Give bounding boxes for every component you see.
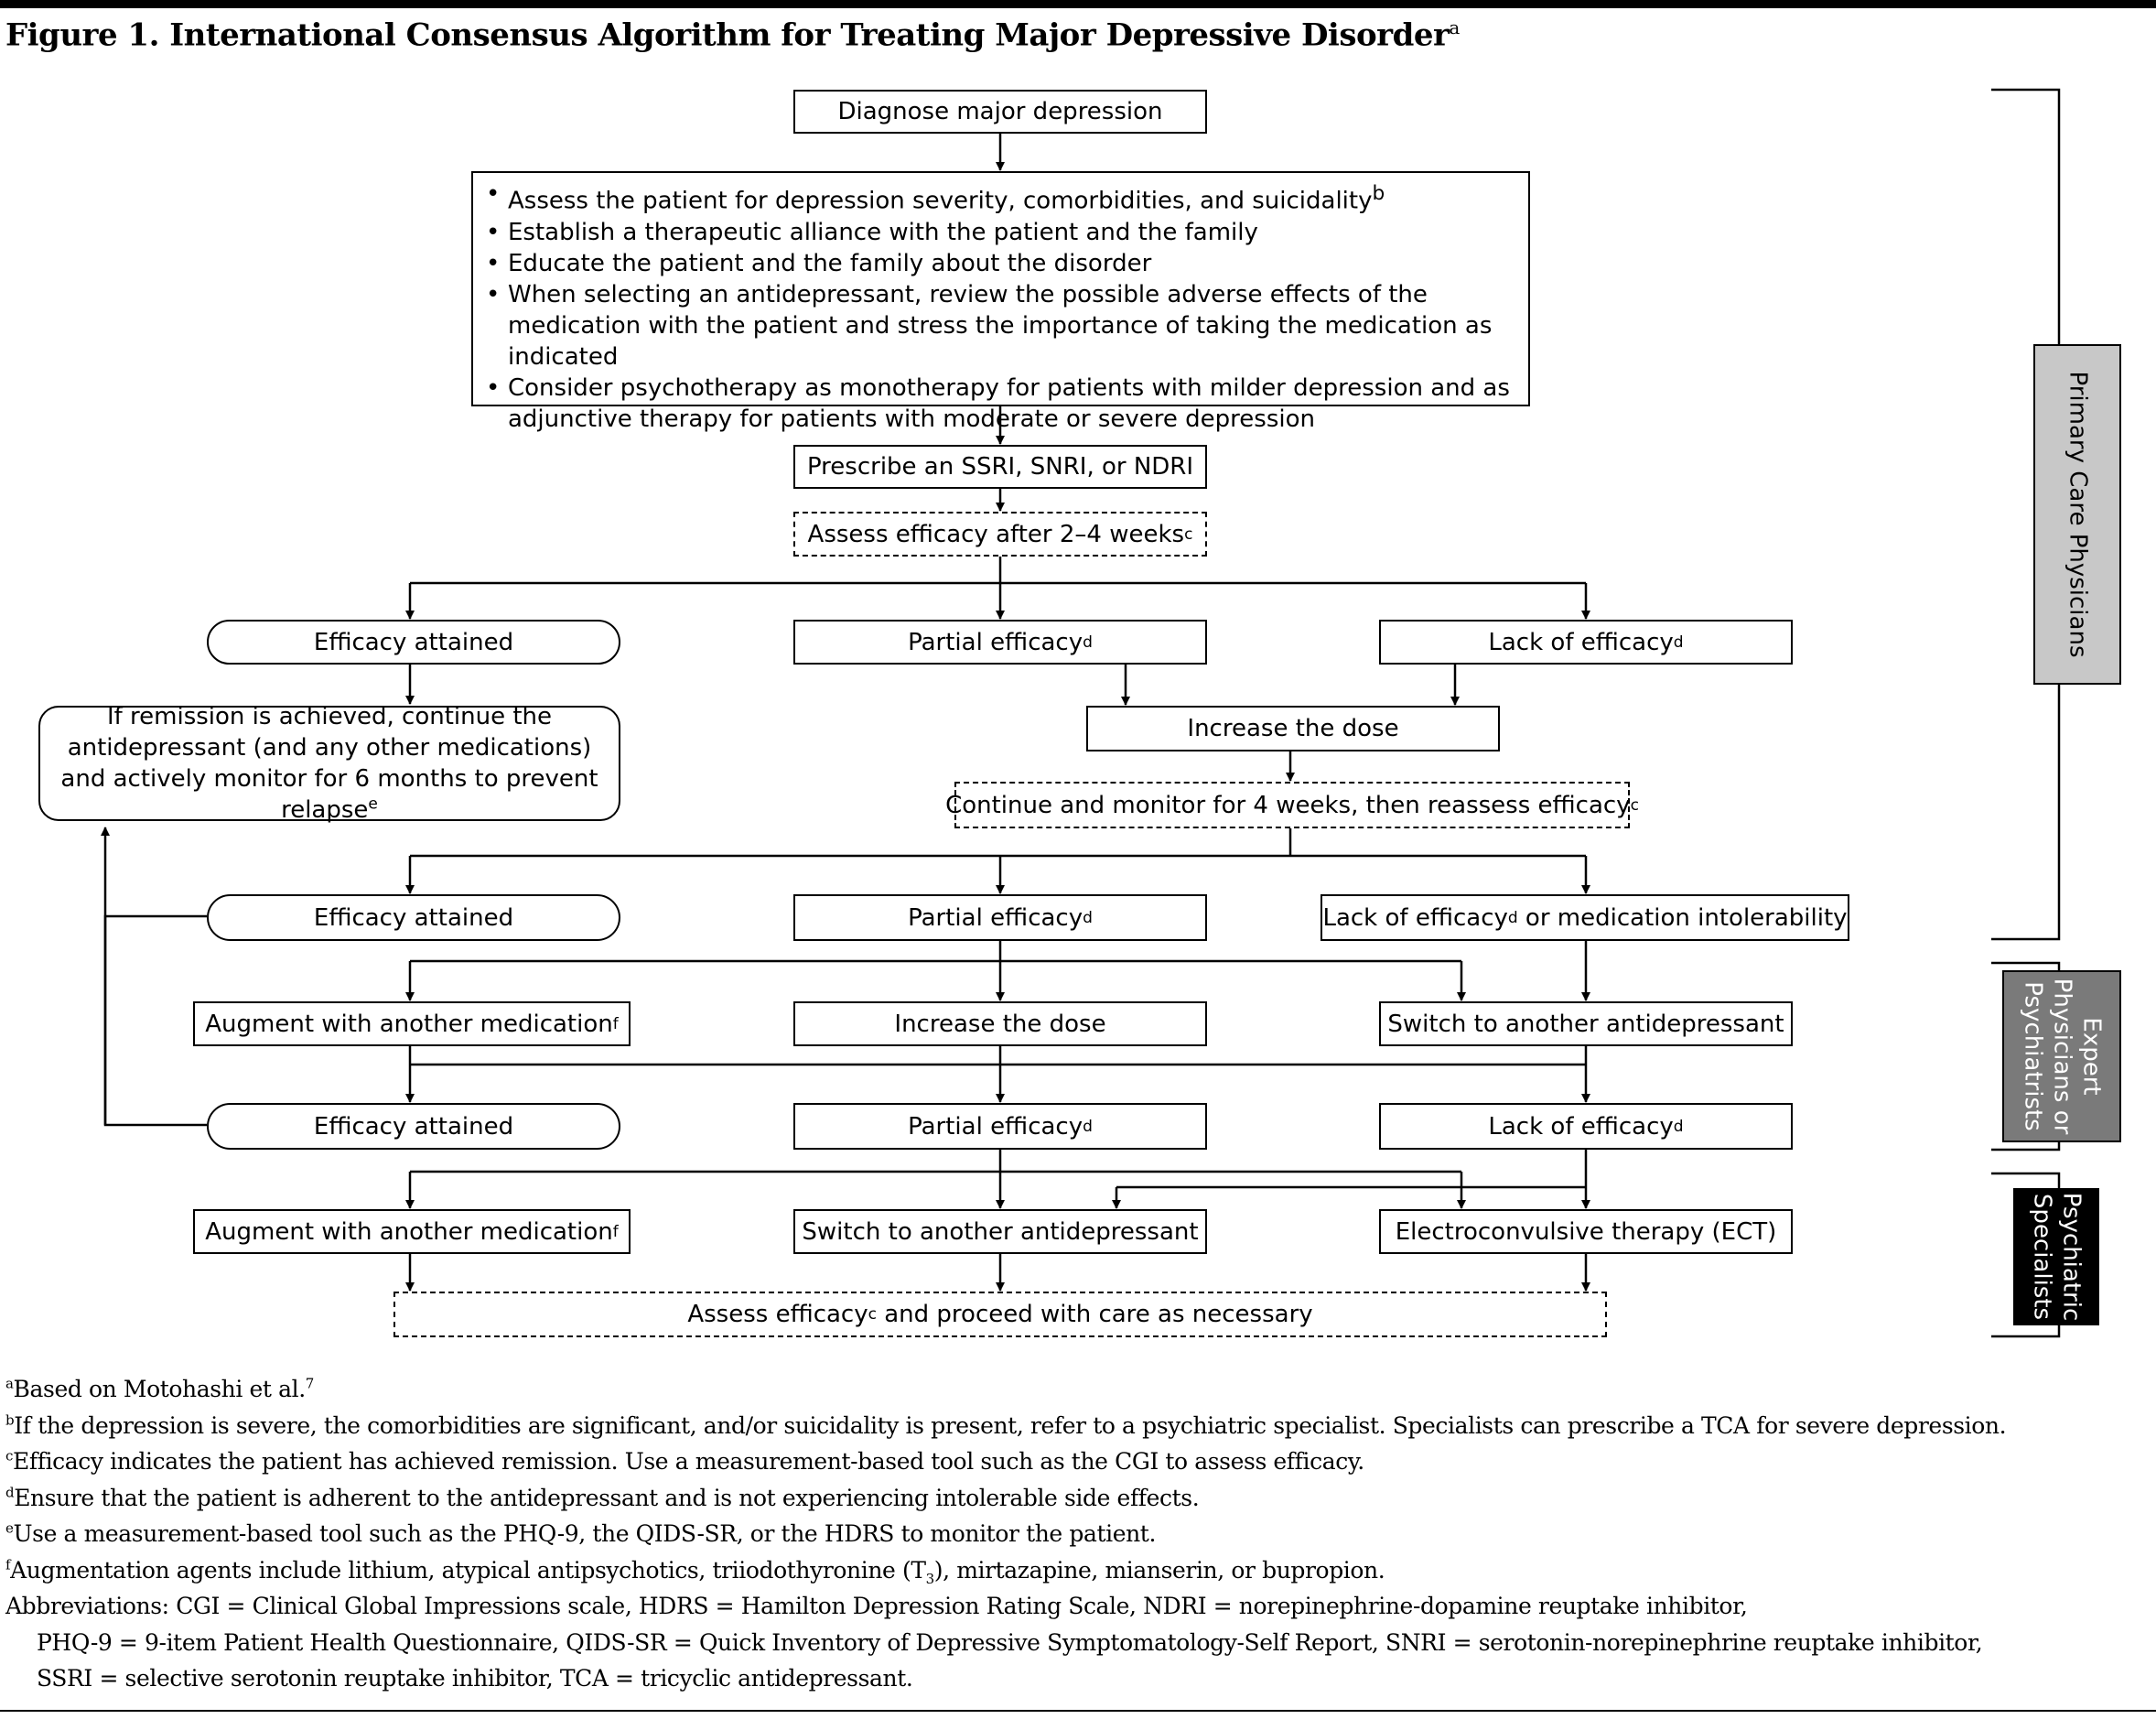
node-assessment-list: Assess the patient for depression severi… — [471, 171, 1530, 433]
node-efficacy-attained-1: Efficacy attained — [207, 620, 620, 665]
figure-title: Figure 1. International Consensus Algori… — [5, 16, 1460, 54]
bottom-rule — [0, 1710, 2156, 1712]
node-efficacy-attained-3: Efficacy attained — [207, 1103, 620, 1150]
node-ect: Electroconvulsive therapy (ECT) — [1379, 1209, 1793, 1254]
node-continue-monitor: Continue and monitor for 4 weeks, then r… — [945, 782, 1639, 828]
abbreviations-line-1: Abbreviations: CGI = Clinical Global Imp… — [5, 1593, 1748, 1619]
node-efficacy-attained-2: Efficacy attained — [207, 894, 620, 941]
node-prescribe: Prescribe an SSRI, SNRI, or NDRI — [793, 445, 1207, 489]
assessment-item: Consider psychotherapy as monotherapy fo… — [486, 373, 1515, 435]
assessment-item: Assess the patient for depression severi… — [486, 178, 1515, 217]
side-label-primary-care: Primary Care Physicians — [2033, 344, 2121, 685]
footnote-b: bIf the depression is severe, the comorb… — [5, 1411, 2007, 1439]
abbreviations-line-3: SSRI = selective serotonin reuptake inhi… — [37, 1665, 913, 1692]
node-increase-dose-2: Increase the dose — [793, 1001, 1207, 1046]
footnotes: aBased on Motohashi et al.7 bIf the depr… — [5, 1371, 2147, 1697]
top-rule — [0, 0, 2156, 8]
arrow-loop-to-remission — [103, 914, 207, 1127]
node-remission: If remission is achieved, continue the a… — [38, 703, 620, 824]
assessment-item: Establish a therapeutic alliance with th… — [486, 217, 1515, 248]
footnote-e: eUse a measurement-based tool such as th… — [5, 1519, 1156, 1547]
footnote-c: cEfficacy indicates the patient has achi… — [5, 1447, 1364, 1475]
node-switch-2: Switch to another antidepressant — [793, 1209, 1207, 1254]
footnote-f: fAugmentation agents include lithium, at… — [5, 1556, 1385, 1587]
node-diagnose: Diagnose major depression — [793, 90, 1207, 134]
assessment-item: When selecting an antidepressant, review… — [486, 279, 1515, 373]
footnote-d: dEnsure that the patient is adherent to … — [5, 1484, 1200, 1511]
abbreviations-line-2: PHQ-9 = 9-item Patient Health Questionna… — [37, 1628, 1983, 1656]
node-switch-1: Switch to another antidepressant — [1379, 1001, 1793, 1046]
side-label-psychiatric: Psychiatric Specialists — [2013, 1188, 2099, 1325]
node-increase-dose-1: Increase the dose — [1086, 706, 1500, 751]
assessment-item: Educate the patient and the family about… — [486, 248, 1515, 279]
side-label-expert: Expert Physicians or Psychiatrists — [2002, 970, 2121, 1142]
footnote-a: aBased on Motohashi et al.7 — [5, 1375, 314, 1402]
